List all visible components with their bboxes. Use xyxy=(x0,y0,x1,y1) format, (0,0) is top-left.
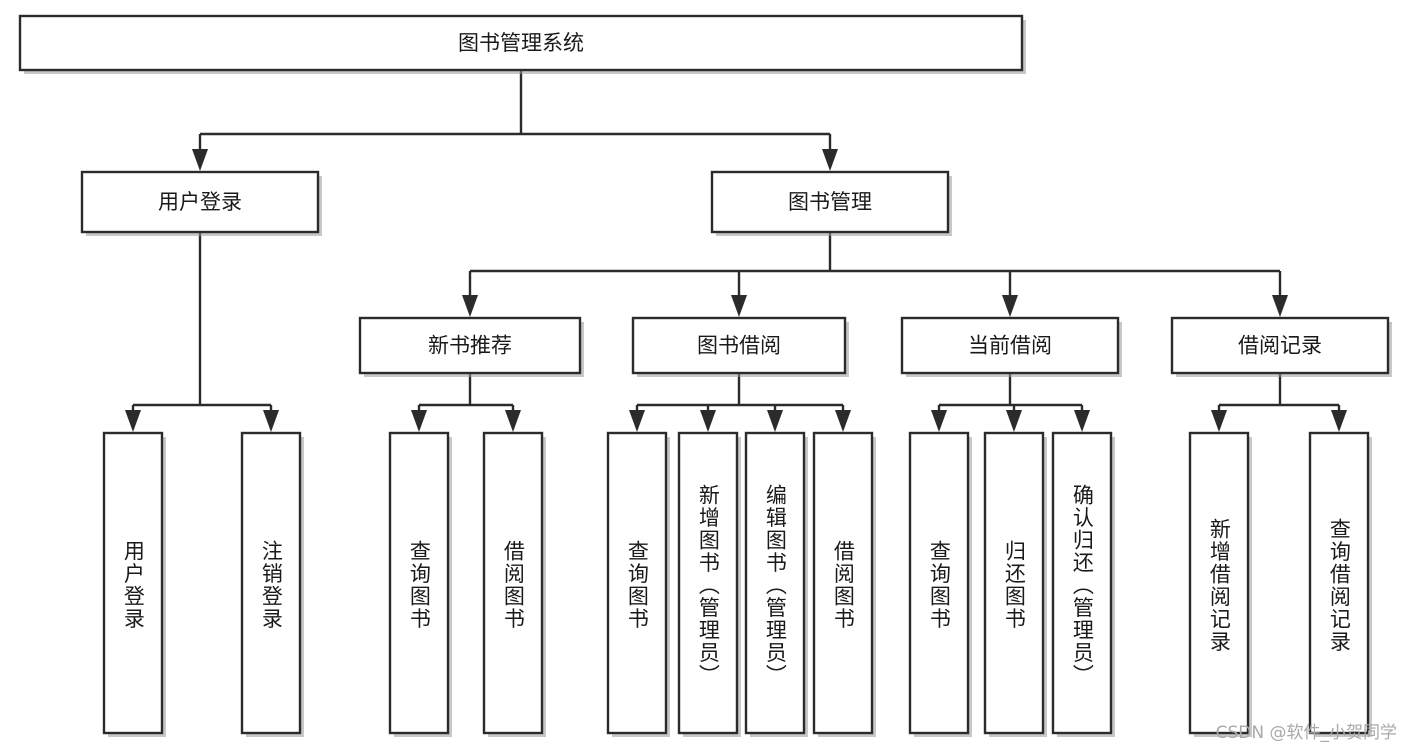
arrow-head-icon xyxy=(1211,410,1227,432)
arrow-head-icon xyxy=(1331,410,1347,432)
node-leaf-return-book[interactable] xyxy=(983,431,1045,735)
node-label-root: 图书管理系统 xyxy=(458,31,584,55)
arrow-head-icon xyxy=(462,295,478,317)
node-label-new-book-recommend: 新书推荐 xyxy=(428,334,512,358)
arrow-head-icon xyxy=(411,410,427,432)
watermark: CSDN @软件_小贺同学 xyxy=(1215,723,1397,743)
node-current-borrow[interactable] xyxy=(900,316,1120,375)
node-leaf-user-logout[interactable] xyxy=(240,431,302,735)
node-user-login[interactable] xyxy=(80,170,320,234)
box-layer xyxy=(18,14,1392,737)
node-leaf-query-record[interactable] xyxy=(1308,431,1370,735)
arrow-head-icon xyxy=(192,149,208,171)
node-leaf-borrow-book-1[interactable] xyxy=(482,431,544,735)
node-root[interactable] xyxy=(18,14,1024,72)
arrow-head-icon xyxy=(1006,410,1022,432)
node-leaf-confirm-return[interactable] xyxy=(1051,431,1113,735)
arrow-head-icon xyxy=(835,410,851,432)
arrow-head-icon xyxy=(700,410,716,432)
node-label-book-borrow: 图书借阅 xyxy=(697,334,781,358)
node-book-manage[interactable] xyxy=(710,170,950,234)
arrow-head-icon xyxy=(1272,295,1288,317)
node-label-current-borrow: 当前借阅 xyxy=(968,334,1052,358)
arrow-head-icon xyxy=(767,410,783,432)
arrow-head-icon xyxy=(731,295,747,317)
arrow-head-icon xyxy=(263,410,279,432)
node-leaf-borrow-book-2[interactable] xyxy=(812,431,874,735)
arrow-head-icon xyxy=(125,410,141,432)
node-new-book-recommend[interactable] xyxy=(358,316,582,375)
node-leaf-query-book-1[interactable] xyxy=(388,431,450,735)
node-label-user-login: 用户登录 xyxy=(158,190,242,214)
arrow-head-icon xyxy=(931,410,947,432)
node-leaf-query-book-2[interactable] xyxy=(606,431,668,735)
arrow-head-icon xyxy=(629,410,645,432)
arrow-head-icon xyxy=(822,149,838,171)
arrow-head-icon xyxy=(1002,295,1018,317)
node-leaf-user-login[interactable] xyxy=(102,431,164,735)
node-label-book-manage: 图书管理 xyxy=(788,190,872,214)
node-book-borrow[interactable] xyxy=(631,316,847,375)
node-leaf-edit-book[interactable] xyxy=(744,431,806,735)
node-leaf-add-record[interactable] xyxy=(1188,431,1250,735)
connector-layer xyxy=(125,70,1347,432)
arrow-head-icon xyxy=(1074,410,1090,432)
node-borrow-record[interactable] xyxy=(1170,316,1390,375)
node-leaf-add-book[interactable] xyxy=(677,431,739,735)
arrow-head-icon xyxy=(505,410,521,432)
node-leaf-query-book-3[interactable] xyxy=(908,431,970,735)
node-label-borrow-record: 借阅记录 xyxy=(1238,334,1322,358)
